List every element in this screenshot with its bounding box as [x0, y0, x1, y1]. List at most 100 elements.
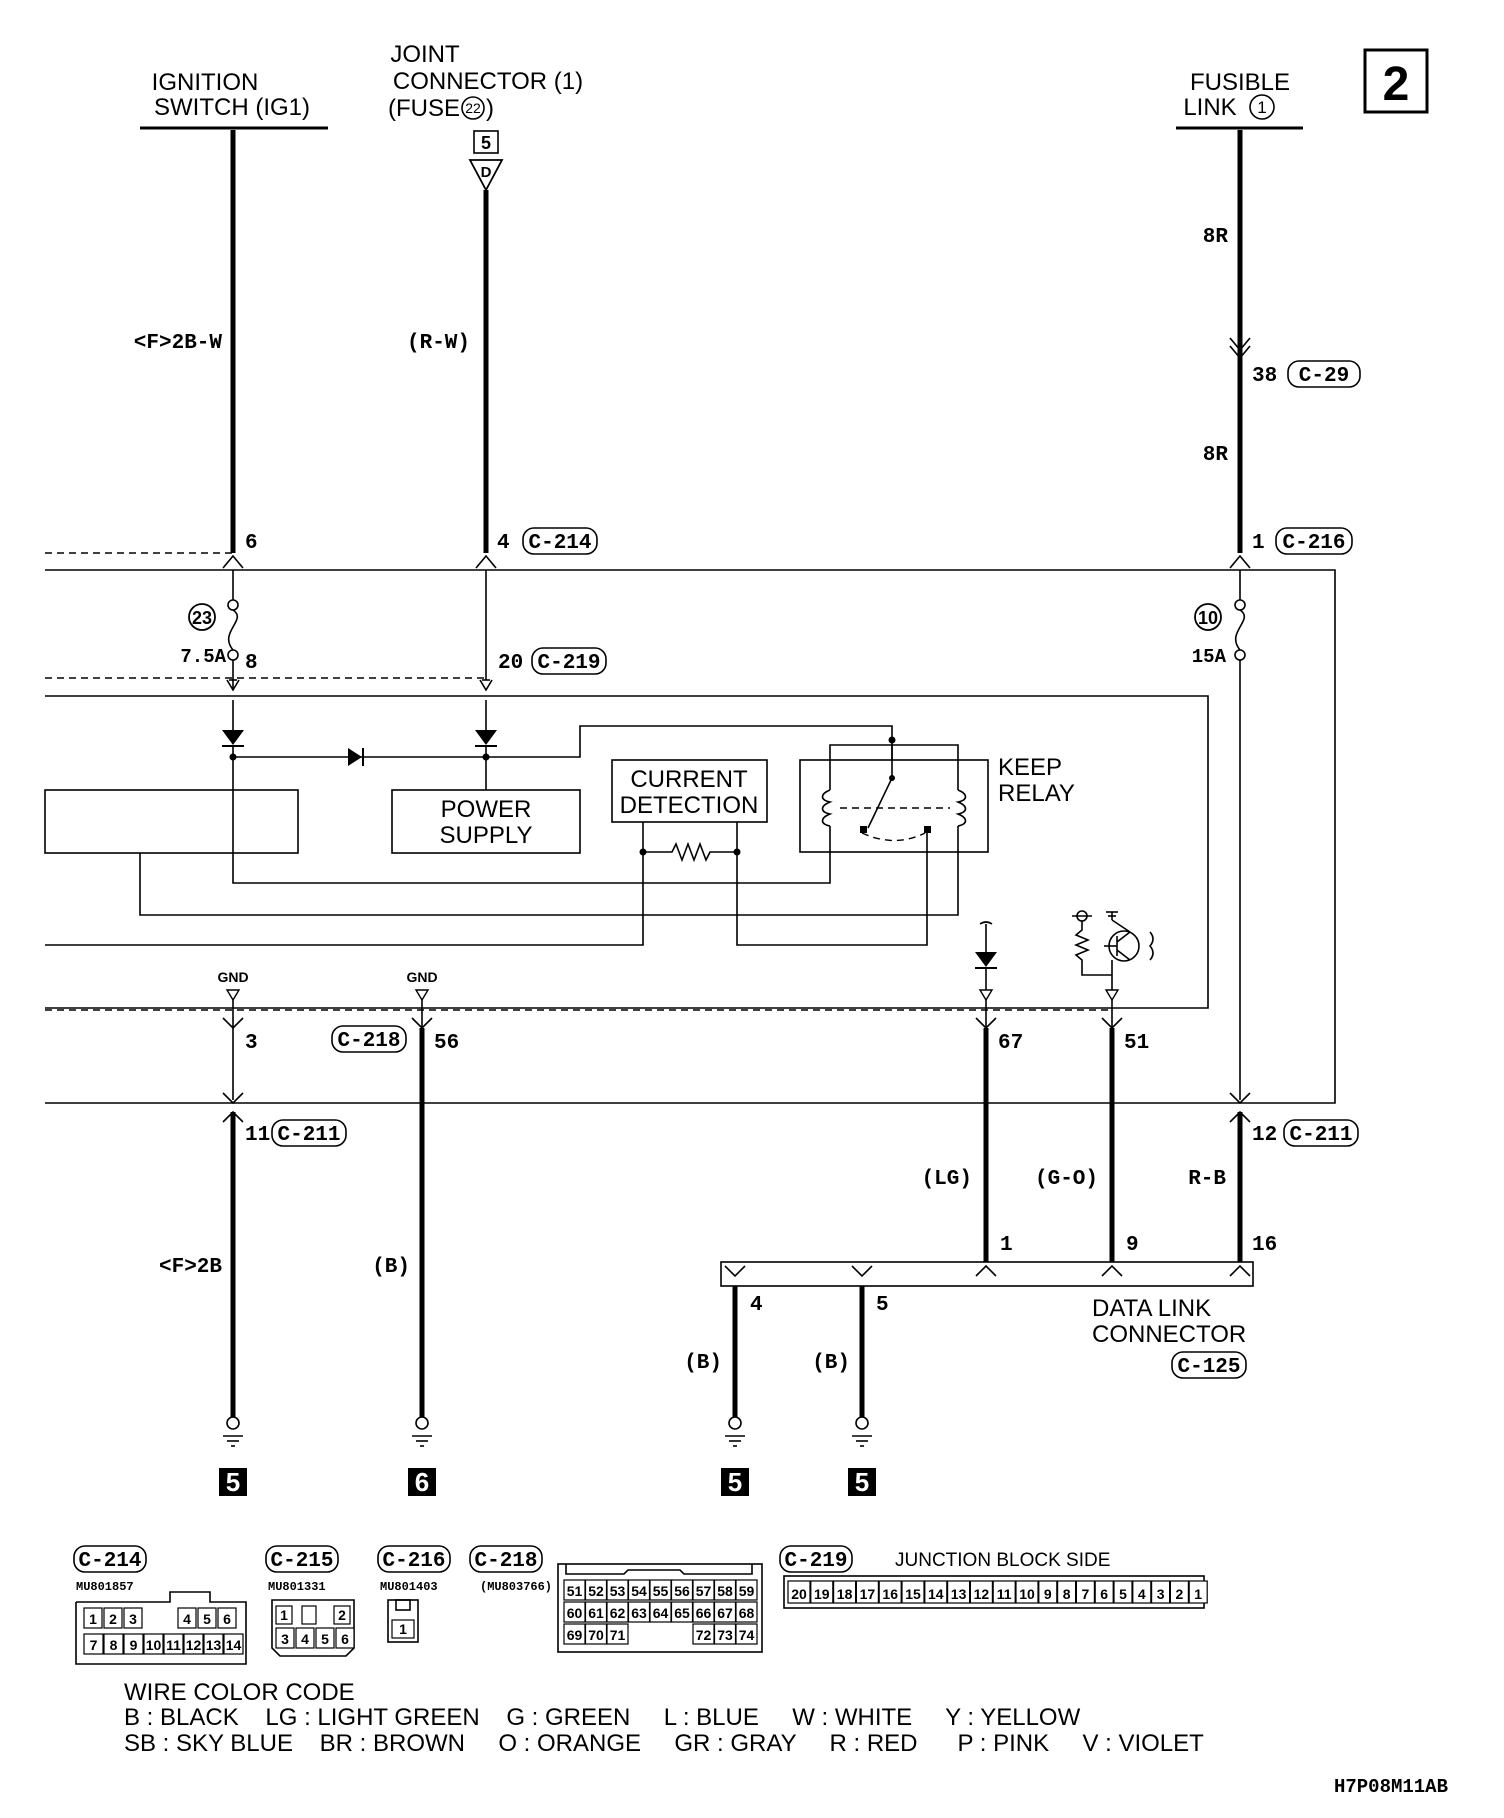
conn-c214-top: C-214 [528, 532, 591, 555]
c218-pin-72-label: 72 [696, 1627, 712, 1643]
c214-pin-2-label: 2 [109, 1611, 117, 1627]
c214-pin-12-label: 12 [186, 1637, 202, 1653]
logic-block [44, 789, 299, 854]
c215-pin-5-label: 5 [321, 1631, 329, 1647]
c219-pin-10: 10 [1015, 1580, 1039, 1604]
c214-pin-11: 11 [163, 1633, 184, 1655]
pin-8: 8 [245, 652, 258, 675]
legend-line-2: SB : SKY BLUE BR : BROWN O : ORANGE GR :… [124, 1730, 1204, 1757]
joint-label-1: JOINT [390, 41, 460, 68]
c218-pin-69-label: 69 [567, 1627, 583, 1643]
c219-pin-6-label: 6 [1100, 1586, 1108, 1602]
c218-pin-60: 60 [563, 1601, 586, 1623]
dlc-label-1: DATA LINK [1092, 1295, 1211, 1322]
pin-20: 20 [498, 652, 523, 675]
c214-name: C-214 [78, 1550, 141, 1573]
c214-pin-3: 3 [123, 1607, 143, 1629]
c218-pin-65: 65 [670, 1601, 694, 1623]
c218-pin-52: 52 [584, 1579, 608, 1601]
c219-pin-5-label: 5 [1119, 1586, 1127, 1602]
page-number-box: 2 [1363, 48, 1429, 114]
conn-c125: C-125 [1177, 1356, 1240, 1379]
ignition-label-2: SWITCH (IG1) [154, 94, 310, 121]
c219-pin-17-label: 17 [860, 1586, 876, 1602]
c219-pin-12: 12 [969, 1580, 994, 1604]
dlc-pin-9: 9 [1126, 1234, 1139, 1257]
c214-pin-1: 1 [83, 1607, 103, 1629]
c219-pin-14-label: 14 [928, 1586, 944, 1602]
c215-pin-6-label: 6 [341, 1631, 349, 1647]
c214-pin-14: 14 [223, 1633, 244, 1655]
pin-11: 11 [245, 1124, 270, 1147]
c218-pin-59: 59 [735, 1579, 758, 1601]
figure-code: H7P08M11AB [1334, 1776, 1448, 1798]
c219-pin-5: 5 [1113, 1580, 1133, 1604]
joint-label-2: CONNECTOR (1) [393, 68, 583, 95]
gnd-label-a: GND [217, 969, 248, 985]
c219-pin-3-label: 3 [1157, 1586, 1165, 1602]
c219-pin-19: 19 [810, 1580, 834, 1604]
wire-color-dlc-5: (B) [812, 1352, 850, 1375]
data-link-connector [720, 1261, 1254, 1287]
c219-pin-13-label: 13 [951, 1586, 967, 1602]
current-detection-label-2: DETECTION [620, 792, 759, 819]
c219-pin-2-label: 2 [1176, 1586, 1184, 1602]
power-supply-label-1: POWER [441, 796, 532, 823]
conn-c216-top: C-216 [1282, 532, 1345, 555]
c218-pin-53-label: 53 [610, 1583, 626, 1599]
c219-pin-9: 9 [1038, 1580, 1058, 1604]
c219-pin-15-label: 15 [905, 1586, 921, 1602]
pin-56: 56 [434, 1032, 459, 1055]
connector-c216: C-216 MU801403 1 [377, 1545, 451, 1643]
c218-pin-66: 66 [692, 1601, 715, 1623]
c218-pin-58: 58 [713, 1579, 737, 1601]
gnd-label-b: GND [406, 969, 437, 985]
c218-pin-56: 56 [670, 1579, 694, 1601]
fuse-10-number: 10 [1198, 608, 1218, 628]
conn-c211-right: C-211 [1289, 1124, 1352, 1147]
power-supply-box [391, 789, 581, 854]
output-transistor-51 [1072, 910, 1154, 1002]
dlc-pin-1: 1 [1000, 1234, 1013, 1257]
fusible-label-2: LINK [1183, 94, 1236, 121]
ground-symbol-1: 5 [219, 1416, 247, 1497]
c218-pin-68-label: 68 [739, 1605, 755, 1621]
c215-pin-1: 1 [275, 1605, 293, 1625]
fusible-label-1: FUSIBLE [1190, 69, 1290, 96]
conn-c218-label: C-218 [337, 1030, 400, 1053]
c218-pin-51: 51 [563, 1579, 586, 1601]
pin-12: 12 [1252, 1124, 1277, 1147]
c219-pin-20-label: 20 [791, 1586, 807, 1602]
joint-label-3: (FUSE [388, 95, 460, 122]
c219-name: C-219 [784, 1550, 847, 1573]
c214-pin-10-label: 10 [146, 1637, 162, 1653]
c215-pin-2-label: 2 [338, 1607, 346, 1623]
c214-pin-9: 9 [123, 1633, 144, 1655]
ground-symbol-2: 6 [408, 1416, 436, 1497]
fusible-number: 1 [1257, 98, 1266, 117]
c214-pin-14-label: 14 [226, 1637, 242, 1653]
c218-pin-57: 57 [692, 1579, 715, 1601]
c215-pin-5: 5 [315, 1627, 335, 1649]
junction-block-outline [45, 569, 1336, 1104]
c218-pin-51-label: 51 [567, 1583, 583, 1599]
c218-pin-62-label: 62 [610, 1605, 626, 1621]
c219-pin-16-label: 16 [882, 1586, 898, 1602]
ground-symbol-4: 5 [848, 1416, 876, 1497]
c214-part: MU801857 [76, 1580, 134, 1594]
fusible-link-header: FUSIBLE LINK 1 [1176, 69, 1303, 130]
keep-relay-label-2: RELAY [998, 780, 1075, 807]
fuse-23: 23 7.5A 8 [180, 599, 258, 690]
c218-pin-71-label: 71 [610, 1627, 626, 1643]
c219-pin-16: 16 [878, 1580, 902, 1604]
c214-pin-6-label: 6 [223, 1611, 231, 1627]
c214-pin-5: 5 [197, 1607, 217, 1629]
keep-relay [139, 744, 989, 916]
wire-color-gnd-left: <F>2B [159, 1256, 222, 1279]
c218-pin-63: 63 [627, 1601, 651, 1623]
etacs-module-outline [45, 695, 1209, 1009]
joint-tag-number: 5 [481, 133, 491, 153]
c218-pin-66-label: 66 [696, 1605, 712, 1621]
c214-pin-8-label: 8 [110, 1637, 118, 1653]
c218-pin-65-label: 65 [674, 1605, 690, 1621]
